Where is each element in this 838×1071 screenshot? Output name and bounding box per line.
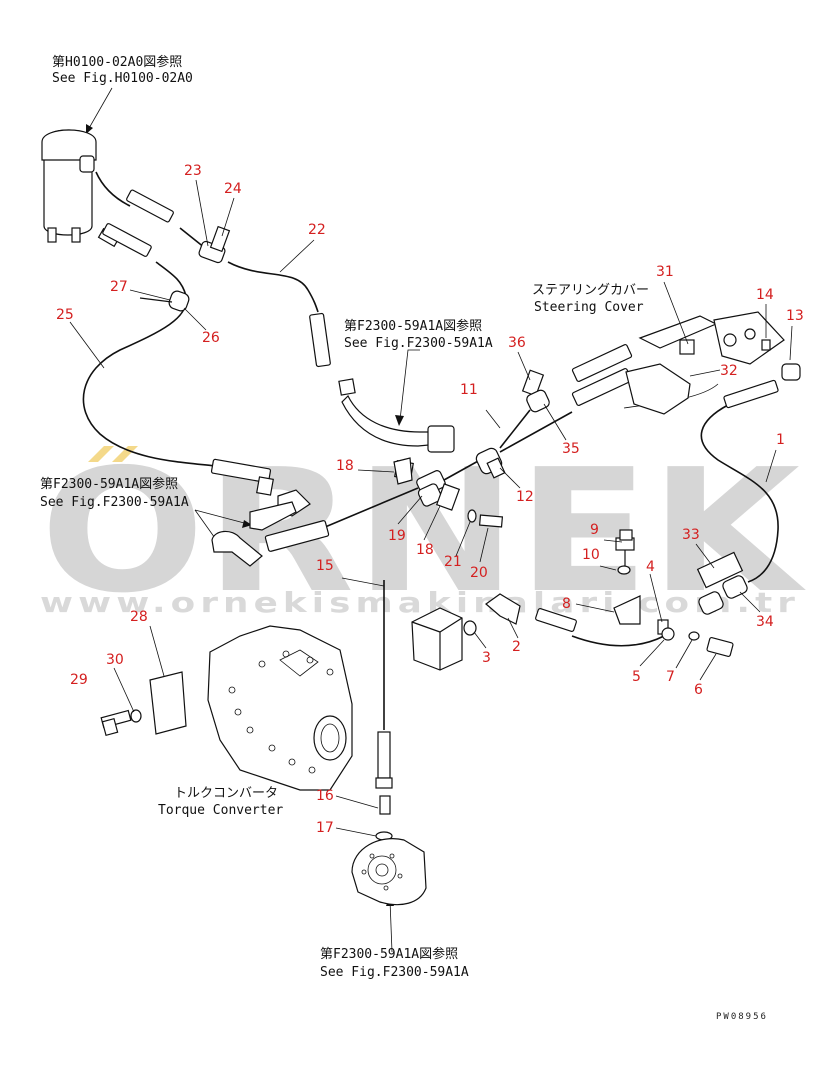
watermark-brand: ORNEK xyxy=(40,433,806,631)
ref-top-jp: 第H0100-02A0図参照 xyxy=(52,54,182,70)
part-number-label: 20 xyxy=(470,565,488,581)
part-number-label: 26 xyxy=(202,330,220,346)
steering-cover-en: Steering Cover xyxy=(534,300,644,315)
hose-fittings-top xyxy=(102,189,231,312)
pipe-assembly-mid xyxy=(309,312,455,453)
part-number-label: 6 xyxy=(694,682,703,698)
part-number-label: 25 xyxy=(56,307,74,323)
part-number-label: 34 xyxy=(756,614,774,630)
part-number-label: 32 xyxy=(720,363,738,379)
part-number-label: 17 xyxy=(316,820,334,836)
ref-bottom-en: See Fig.F2300-59A1A xyxy=(320,965,469,980)
part-number-label: 35 xyxy=(562,441,580,457)
part-number-label: 31 xyxy=(656,264,674,280)
part-number-label: 4 xyxy=(646,559,655,575)
part-number-label: 3 xyxy=(482,650,491,666)
part-number-label: 18 xyxy=(336,458,354,474)
label-leaders xyxy=(113,179,793,837)
drawing-code: PW08956 xyxy=(716,1012,768,1022)
steering-cover-jp: ステアリングカバー xyxy=(532,283,649,298)
torque-converter-en: Torque Converter xyxy=(158,803,283,818)
ref-top-en: See Fig.H0100-02A0 xyxy=(52,71,193,86)
part-number-label: 29 xyxy=(70,672,88,688)
watermark-url: www.ornekismakinalari.com.tr xyxy=(40,586,800,619)
torque-converter xyxy=(100,625,353,791)
hydraulic-tank xyxy=(41,129,120,248)
part-number-labels: 1 2 3 4 5 6 7 8 9 10 11 12 13 14 15 16 1… xyxy=(56,163,804,836)
pump-assembly xyxy=(351,731,427,906)
torque-converter-jp: トルクコンバータ xyxy=(174,786,278,801)
part-number-label: 14 xyxy=(756,287,774,303)
ref-left-jp: 第F2300-59A1A図参照 xyxy=(40,476,178,492)
steering-valve-assembly xyxy=(521,311,801,415)
part-number-label: 7 xyxy=(666,669,675,685)
part-number-label: 15 xyxy=(316,558,334,574)
part-number-label: 12 xyxy=(516,489,534,505)
part-number-label: 11 xyxy=(460,382,478,398)
part-number-label: 1 xyxy=(776,432,785,448)
hose-fittings-left xyxy=(210,458,330,567)
part-number-label: 2 xyxy=(512,639,521,655)
central-fittings xyxy=(394,447,506,528)
part-number-label: 30 xyxy=(106,652,124,668)
ref-bottom-jp: 第F2300-59A1A図参照 xyxy=(320,946,458,962)
part-number-label: 8 xyxy=(562,596,571,612)
part-number-label: 18 xyxy=(416,542,434,558)
part-number-label: 5 xyxy=(632,669,641,685)
part-number-label: 27 xyxy=(110,279,128,295)
part-number-label: 16 xyxy=(316,788,334,804)
part-number-label: 10 xyxy=(582,547,600,563)
part-number-label: 22 xyxy=(308,222,326,238)
small-hardware xyxy=(393,457,633,541)
ref-mid-en: See Fig.F2300-59A1A xyxy=(344,336,493,351)
lower-right-fittings xyxy=(535,537,748,658)
part-number-label: 33 xyxy=(682,527,700,543)
ref-mid-jp: 第F2300-59A1A図参照 xyxy=(344,318,482,334)
watermark: ORNEK www.ornekismakinalari.com.tr xyxy=(40,433,806,631)
part-number-label: 28 xyxy=(130,609,148,625)
ref-left-en: See Fig.F2300-59A1A xyxy=(40,495,189,510)
valve-block xyxy=(411,593,521,671)
part-number-label: 9 xyxy=(590,522,599,538)
part-number-label: 19 xyxy=(388,528,406,544)
part-number-label: 21 xyxy=(444,554,462,570)
part-number-label: 23 xyxy=(184,163,202,179)
hose-lines xyxy=(69,171,779,730)
part-number-label: 36 xyxy=(508,335,526,351)
part-number-label: 13 xyxy=(786,308,804,324)
part-number-label: 24 xyxy=(224,181,242,197)
